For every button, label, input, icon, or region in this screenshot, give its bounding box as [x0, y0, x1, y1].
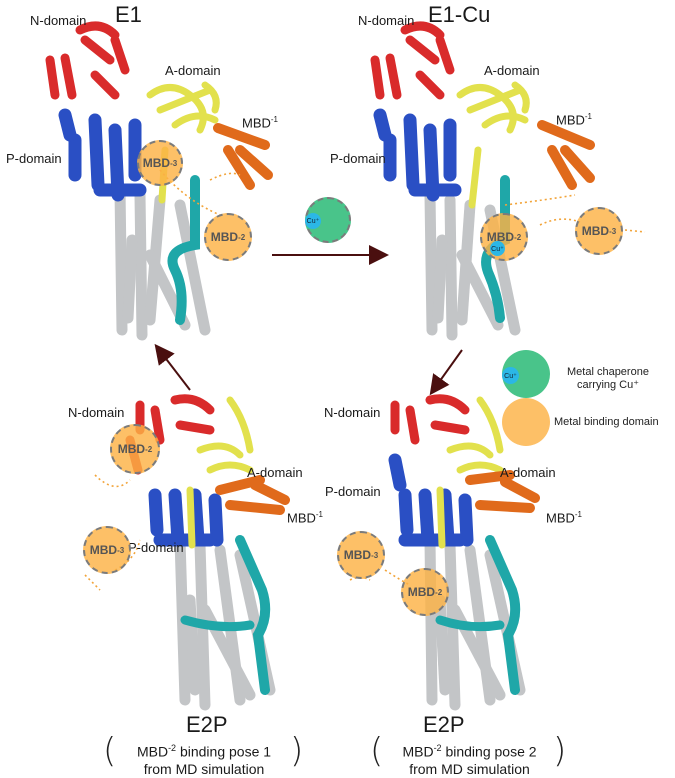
state-title-e2p-right: E2P — [423, 712, 465, 737]
caption-right: MBD-2 binding pose 2 from MD simulation — [402, 743, 537, 777]
caption-right-close-paren: ) — [553, 731, 567, 771]
legend-chaperone-label: Metal chaperone carrying Cu⁺ — [567, 366, 649, 391]
mbd2-disk-e2p1: MBD-2 — [110, 424, 160, 474]
legend-cu-ion: Cu⁺ — [502, 367, 519, 384]
label-a-domain-e2p1: A-domain — [247, 465, 303, 480]
mbd2-disk-e1cu: MBD-2 — [480, 213, 528, 261]
mbd3-disk-e1cu: MBD-3 — [575, 207, 623, 255]
mbd3-disk-e2p1: MBD-3 — [83, 526, 131, 574]
legend-mbd-swatch — [502, 398, 550, 446]
label-n-domain-e1cu: N-domain — [358, 13, 415, 28]
state-title-e2p-left: E2P — [186, 712, 228, 737]
label-p-domain-e1: P-domain — [6, 151, 62, 166]
label-mbd1-e2p1: MBD-1 — [287, 510, 324, 526]
mbd3-disk-e2p2: MBD-3 — [337, 531, 385, 579]
structure-e2p-pose2 — [349, 394, 540, 711]
cu-ion-bound: Cu⁺ — [490, 241, 505, 256]
label-n-domain-e2p1: N-domain — [68, 405, 125, 420]
cu-ion-free: Cu⁺ — [305, 213, 321, 229]
structure-e1 — [45, 21, 273, 341]
caption-left-close-paren: ) — [290, 731, 304, 771]
label-p-domain-e2p2: P-domain — [325, 484, 381, 499]
caption-left-open-paren: ( — [103, 731, 117, 771]
arrow-e2p-to-e1 — [154, 343, 191, 391]
label-a-domain-e1: A-domain — [165, 63, 221, 78]
label-p-domain-e2p1: P-domain — [128, 540, 184, 555]
state-title-e1cu: E1-Cu — [428, 2, 491, 27]
mbd2-disk-e1: MBD-2 — [204, 213, 252, 261]
caption-left: MBD-2 binding pose 1 from MD simulation — [136, 743, 272, 777]
label-n-domain-e2p2: N-domain — [324, 405, 381, 420]
mbd3-disk-e1: MBD-3 — [137, 140, 183, 186]
label-n-domain-e1: N-domain — [30, 13, 87, 28]
label-mbd1-e2p2: MBD-1 — [546, 510, 583, 526]
legend-mbd-label: Metal binding domain — [554, 416, 659, 428]
label-a-domain-e2p2: A-domain — [500, 465, 556, 480]
label-p-domain-e1cu: P-domain — [330, 151, 386, 166]
chaperone-free — [305, 197, 351, 243]
arrow-e1cu-to-e2p — [429, 349, 463, 396]
caption-right-open-paren: ( — [370, 731, 384, 771]
label-mbd1-e1: MBD-1 — [242, 115, 279, 131]
label-mbd1-e1cu: MBD-1 — [556, 112, 593, 128]
label-a-domain-e1cu: A-domain — [484, 63, 540, 78]
mbd2-disk-e2p2: MBD-2 — [401, 568, 449, 616]
state-title-e1: E1 — [115, 2, 142, 27]
